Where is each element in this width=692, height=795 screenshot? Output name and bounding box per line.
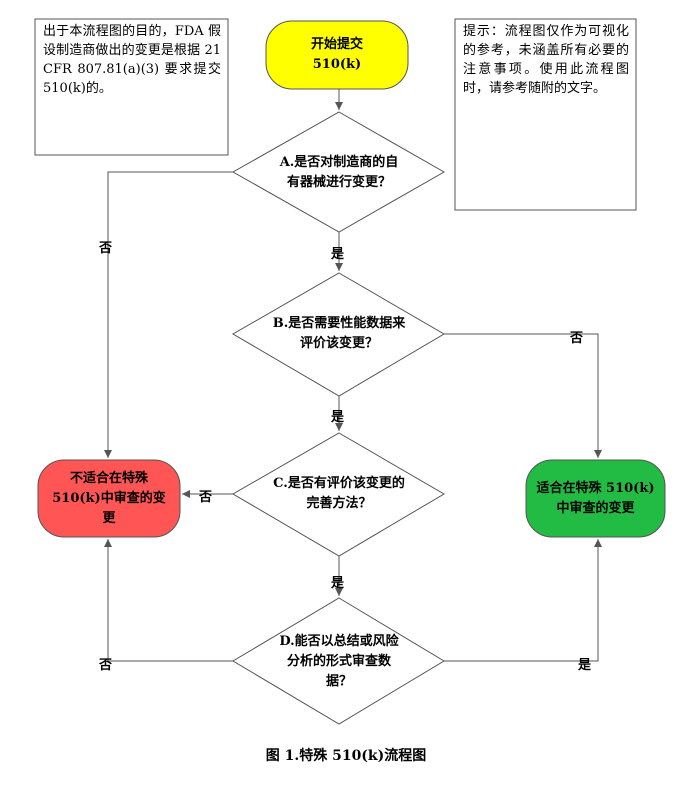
label-c-yes: 是 <box>331 576 345 591</box>
decision-d-diamond <box>232 597 445 725</box>
not-suitable-node <box>37 459 181 538</box>
note-right-text: 提示：流程图仅作为可视化的参考，未涵盖所有必要的注意事项。使用此流程图时，请参考… <box>463 24 629 96</box>
suitable-node <box>525 459 666 538</box>
connector-b-no <box>444 333 602 458</box>
connector-d-no <box>104 539 233 662</box>
label-c-no: 否 <box>199 490 213 505</box>
note-left-text: 出于本流程图的目的，FDA 假设制造商做出的变更是根据 21 CFR 807.8… <box>43 24 221 96</box>
start-node-label: 开始提交 510(k) <box>310 37 363 72</box>
not-suitable-label: 不适合在特殊510(k)中审查的变更 <box>52 470 166 526</box>
connector-d-yes <box>444 539 602 662</box>
decision-b-label: B.是否需要性能数据来评价该变更？ <box>272 316 406 351</box>
suitable-label: 适合在特殊 510(k) 中审查的变更 <box>536 480 655 516</box>
figure-caption: 图 1.特殊 510(k)流程图 <box>265 748 427 764</box>
label-d-yes: 是 <box>578 658 592 673</box>
decision-a-label: A.是否对制造商的自有器械进行变更？ <box>279 155 399 190</box>
note-box-right <box>454 18 637 211</box>
label-a-yes: 是 <box>331 247 345 262</box>
note-box-left <box>34 18 229 156</box>
label-b-yes: 是 <box>331 410 345 425</box>
label-a-no: 否 <box>99 241 113 256</box>
decision-c-label: C.是否有评价该变更的完善方法？ <box>273 476 405 511</box>
connector-a-no <box>104 171 233 458</box>
decision-d-label: D.能否以总结或风险分析的形式审查数据？ <box>279 634 399 689</box>
label-b-no: 否 <box>570 331 584 346</box>
label-d-no: 否 <box>99 658 113 673</box>
start-node <box>265 20 409 90</box>
